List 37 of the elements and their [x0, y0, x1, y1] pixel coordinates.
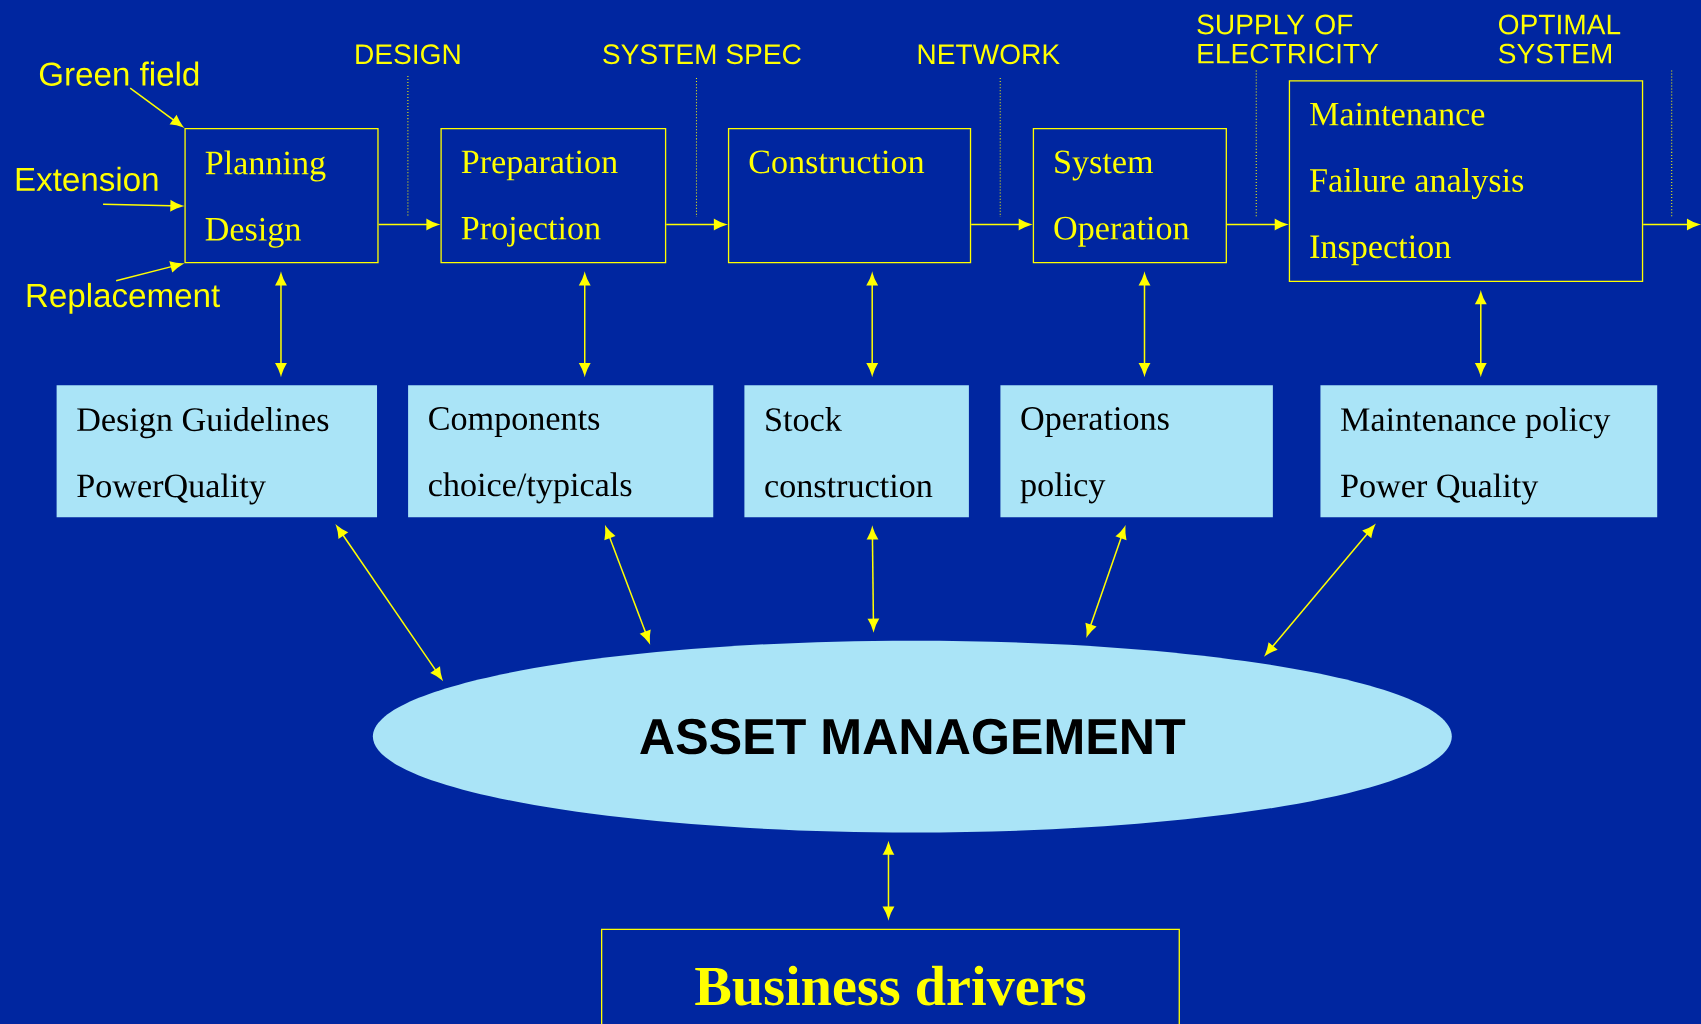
arrow	[129, 87, 183, 128]
arrow	[102, 200, 183, 212]
process-box: Preparation Projection	[440, 127, 667, 264]
arrow	[665, 219, 726, 230]
arrow	[604, 526, 651, 643]
process-box: Construction	[727, 127, 972, 264]
arrow	[377, 219, 439, 230]
arrow	[115, 261, 183, 282]
process-box: System Operation	[1032, 127, 1227, 264]
business-drivers-box: Business drivers	[601, 928, 1180, 1024]
resource-box: Components choice/typicals	[408, 385, 714, 518]
input-label: Replacement	[27, 282, 220, 314]
resource-box: Design Guidelines PowerQuality	[56, 385, 378, 518]
arrow	[336, 525, 443, 680]
arrow	[1265, 524, 1375, 656]
stage-label: DESIGN	[356, 44, 460, 65]
arrow	[970, 219, 1031, 230]
arrow	[866, 273, 878, 376]
stage-label: NETWORK	[918, 44, 1060, 65]
process-box: Planning Design	[184, 127, 379, 264]
arrow	[883, 842, 894, 919]
arrow	[1475, 292, 1487, 376]
resource-box: Operations policy	[1000, 385, 1273, 518]
arrow	[867, 527, 879, 631]
stage-label: SYSTEM SPEC	[603, 44, 801, 65]
arrow	[1226, 219, 1287, 230]
arrow	[1085, 526, 1127, 636]
process-box: Maintenance Failure analysis Inspection	[1288, 80, 1644, 283]
arrow	[579, 273, 591, 376]
arrow	[1642, 219, 1700, 230]
input-label: Extension	[16, 166, 158, 192]
resource-box: Stock construction	[744, 385, 969, 518]
resource-box: Maintenance policy Power Quality	[1320, 385, 1658, 518]
input-label: Green field	[39, 61, 199, 86]
arrow	[1139, 273, 1150, 376]
stage-label: SUPPLY OF ELECTRICITY	[1197, 14, 1379, 64]
arrow	[275, 273, 287, 376]
